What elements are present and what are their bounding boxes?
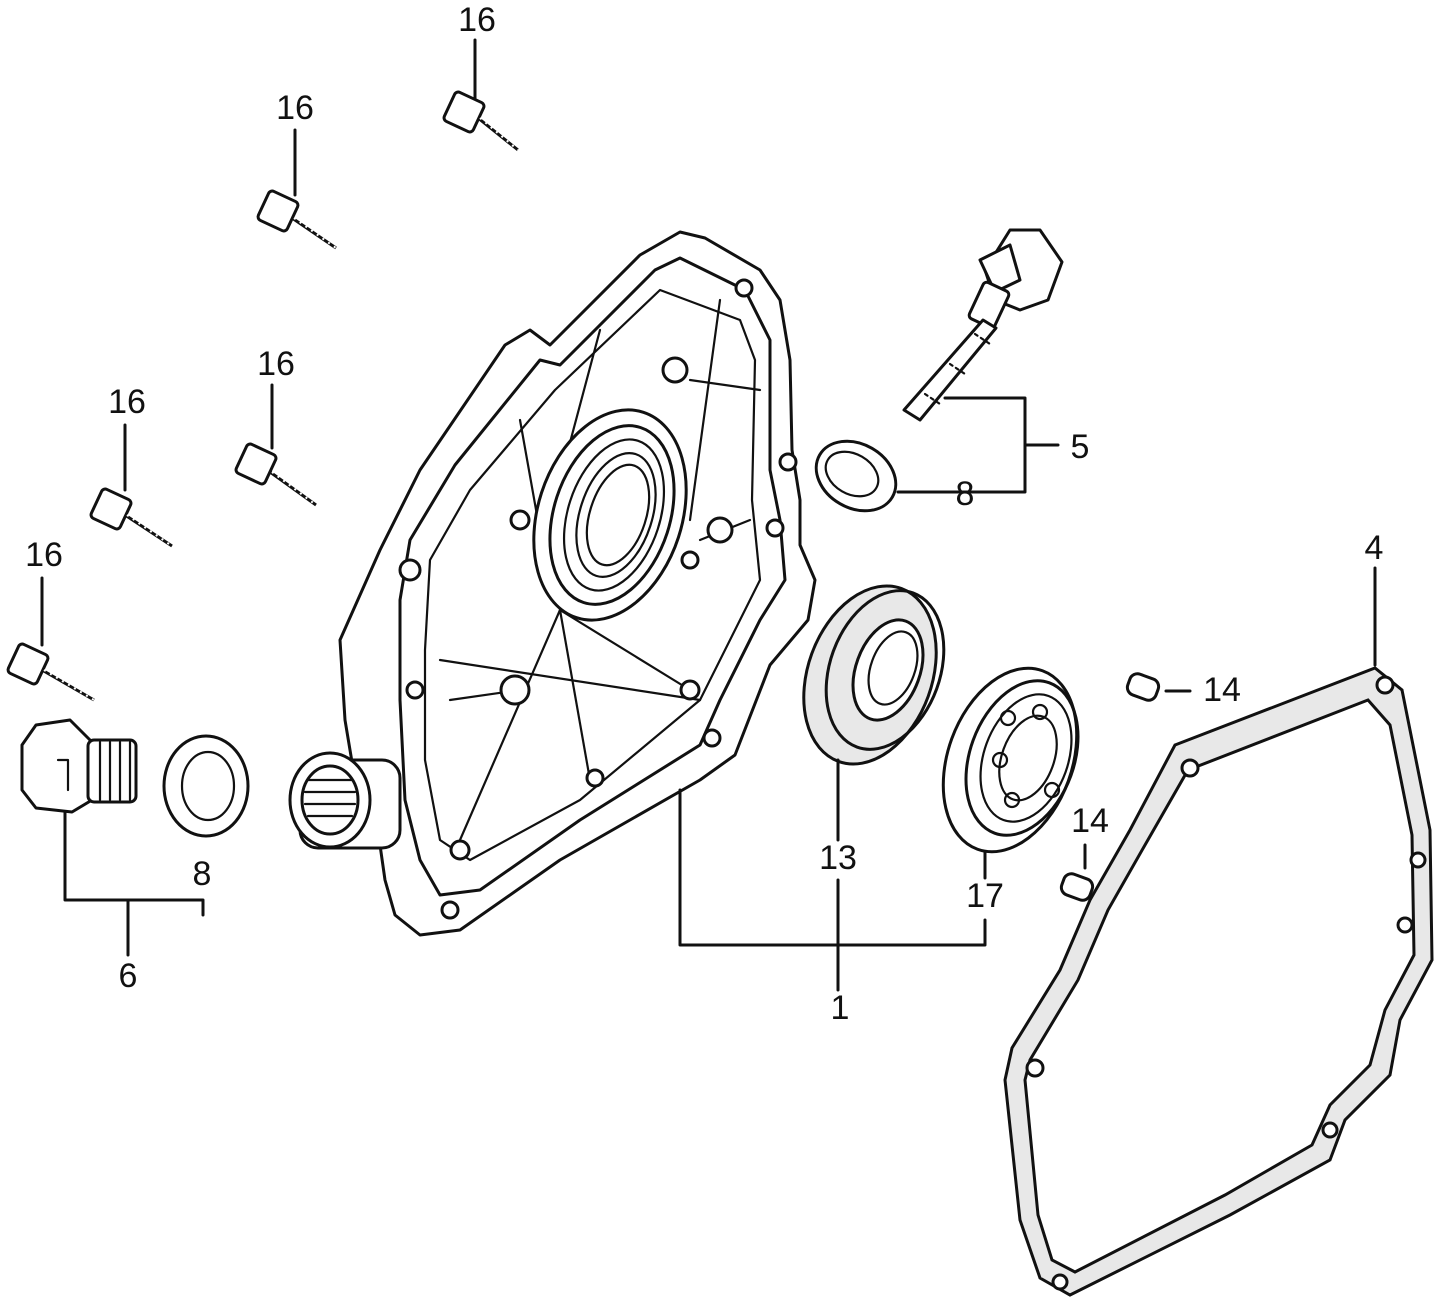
callout-cover-assy: 1 [831, 989, 850, 1027]
ball-bearing [941, 666, 1080, 854]
callout-bolt: 16 [25, 536, 63, 574]
callout-bolt: 16 [458, 1, 496, 39]
filler-thread [303, 778, 357, 818]
flange-bolt [234, 383, 317, 507]
flange-bolt [256, 128, 337, 250]
crankcase-cover [288, 230, 817, 937]
callout-bolt: 16 [108, 383, 146, 421]
gasket [1003, 666, 1434, 1297]
o-ring [814, 439, 898, 513]
oil-seal [802, 584, 946, 766]
callout-gasket: 4 [1365, 529, 1384, 567]
callout-oil-gauge-assy: 5 [1071, 428, 1090, 466]
dowel-pin [1125, 672, 1161, 702]
callout-oring: 8 [193, 855, 212, 893]
callout-drain-plug-assy: 6 [119, 957, 138, 995]
flange-bolt [89, 423, 173, 548]
o-ring [162, 734, 250, 838]
callout-bearing: 17 [966, 877, 1004, 915]
drain-plug [20, 718, 138, 814]
callout-oring: 8 [956, 475, 975, 513]
callout-oil-seal: 13 [819, 839, 857, 877]
callout-dowel-pin: 14 [1071, 802, 1109, 840]
dowel-pin [1059, 872, 1095, 902]
callout-bolt: 16 [276, 89, 314, 127]
callout-bolt: 16 [257, 345, 295, 383]
flange-bolt [6, 576, 95, 702]
flange-bolt [442, 38, 519, 152]
callout-dowel-pin: 14 [1203, 671, 1241, 709]
oil-level-gauge [902, 228, 1064, 422]
